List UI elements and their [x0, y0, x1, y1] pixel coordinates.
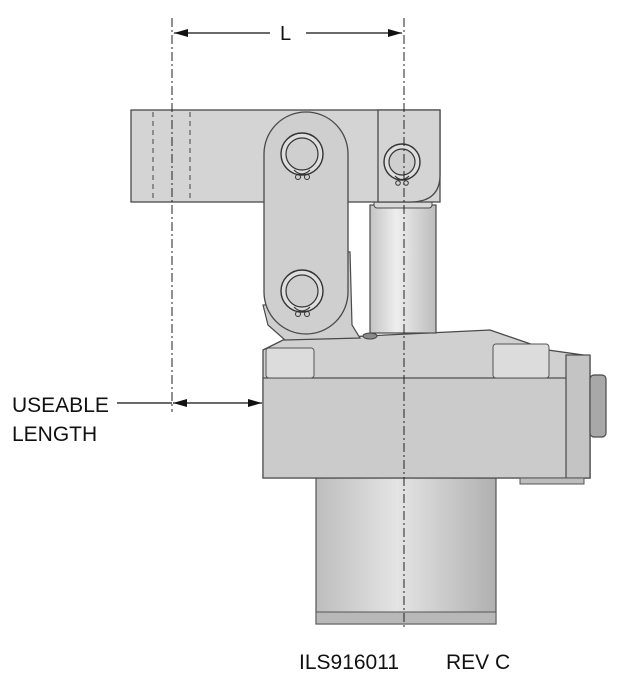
lower-link-pin: [280, 269, 324, 317]
useable-label: USEABLE: [12, 394, 109, 417]
drawing-number: ILS916011: [299, 651, 400, 674]
dimension-l-label: L: [280, 23, 292, 45]
arm-pivot-pin: [383, 143, 421, 186]
revision-label: REV C: [446, 651, 511, 674]
clamp-housing: [262, 329, 607, 485]
piston-rod: [369, 195, 437, 334]
upper-link-pin: [280, 132, 324, 180]
length-label: LENGTH: [12, 423, 98, 446]
cylinder-body: [315, 475, 497, 625]
